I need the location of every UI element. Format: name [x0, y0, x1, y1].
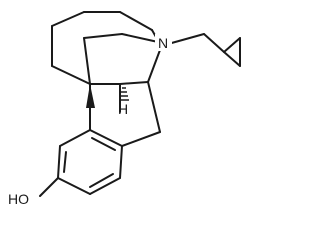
- bond: [91, 137, 116, 151]
- bond: [121, 131, 161, 147]
- bond: [203, 33, 225, 53]
- hydroxyl-label: HO: [8, 191, 29, 207]
- nitrogen-label: N: [158, 35, 168, 51]
- hydrogen-label: H: [118, 101, 128, 117]
- bond: [83, 33, 123, 39]
- bond: [57, 145, 61, 179]
- bond: [57, 177, 91, 195]
- bond: [119, 11, 153, 31]
- stereo-wedge: [86, 84, 95, 108]
- bond: [147, 81, 161, 133]
- chemical-structure: N H HO: [8, 11, 241, 207]
- bond-lines: [39, 11, 241, 197]
- bond: [63, 151, 67, 173]
- bond: [167, 33, 205, 45]
- bond: [39, 177, 59, 197]
- bond: [51, 11, 85, 27]
- bond: [59, 129, 91, 147]
- bond: [223, 37, 241, 53]
- bond: [147, 49, 161, 83]
- bond: [119, 81, 149, 85]
- bond: [223, 51, 241, 67]
- stereo-hash: [119, 87, 129, 101]
- bond: [121, 33, 159, 43]
- bond: [51, 65, 91, 85]
- bond: [89, 177, 121, 195]
- bond: [89, 129, 123, 147]
- bond: [83, 37, 91, 85]
- bond: [89, 173, 114, 188]
- bond: [119, 145, 123, 179]
- label-mask: [155, 34, 172, 51]
